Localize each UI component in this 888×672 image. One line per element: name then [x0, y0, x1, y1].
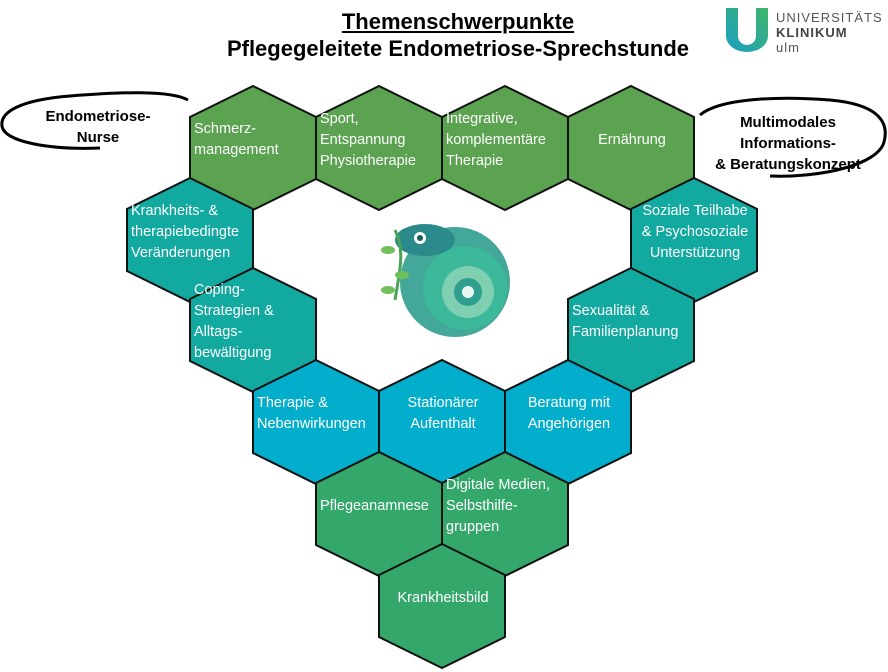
hexagon-label-line: Soziale Teilhabe: [642, 202, 748, 219]
hexagon-label-line: Therapie &: [257, 395, 328, 411]
hexagon-label: Krankheitsbild: [383, 588, 503, 609]
hexagon-label: Pflegeanamnese: [320, 496, 440, 517]
hexagon: [378, 542, 506, 670]
hexagon-label: Ernährung: [572, 130, 692, 151]
hexagon-label-line: Nebenwirkungen: [257, 416, 366, 432]
hexagon-label-line: Selbsthilfe-: [446, 497, 518, 514]
logo-line-1: UNIVERSITÄTS: [776, 10, 883, 25]
hexagon-label-line: Integrative,: [446, 110, 518, 127]
right-oval-line: & Beratungskonzept: [715, 156, 861, 173]
hexagon-label: Sexualität & Familienplanung: [572, 301, 692, 343]
hexagon-label-line: Schmerz-: [194, 121, 257, 137]
hexagon-label-line: Veränderungen: [131, 244, 231, 261]
hexagon-label-line: Beratung mit: [527, 395, 611, 411]
left-oval-line: Nurse: [76, 129, 120, 146]
hexagon-label-line: Aufenthalt: [410, 416, 476, 432]
hexagon-label-line: gruppen: [446, 518, 500, 535]
page-title: Themenschwerpunkte Pflegegeleitete Endom…: [180, 8, 736, 62]
hexagon-label: Schmerz-management: [194, 119, 314, 161]
hexagon-label-line: Entspannung: [320, 131, 406, 148]
hexagon-label-line: Pflegeanamnese: [320, 497, 429, 514]
right-oval-outline: [699, 96, 887, 178]
hexagon-label-line: Strategien &: [194, 303, 274, 319]
hexagon-label-line: Krankheitsbild: [397, 589, 489, 606]
hexagon-label-line: & Psychosoziale: [641, 223, 749, 240]
hexagon-label-line: Unterstützung: [649, 244, 741, 261]
right-oval-line: Multimodales: [740, 114, 836, 131]
right-oval-label: Multimodales Informations- & Beratungsko…: [698, 112, 878, 175]
hexagon-label-line: Ernährung: [598, 131, 666, 148]
university-logo: UNIVERSITÄTS KLINIKUM ulm: [726, 6, 886, 56]
logo-line-3: ulm: [776, 40, 800, 55]
hexagon-label-line: Physiotherapie: [320, 152, 416, 169]
hexagon-label-line: Digitale Medien,: [446, 476, 550, 493]
hexagon-label-line: Alltags-: [194, 324, 243, 340]
hexagon-label-line: Therapie: [446, 152, 504, 169]
hexagon-label: Coping- Strategien & Alltags-bewältigung: [194, 280, 314, 364]
chameleon-logo: [381, 224, 510, 337]
title-line-1: Themenschwerpunkte: [341, 9, 575, 34]
right-oval-line: Informations-: [740, 135, 836, 152]
hexagon-label-line: Sexualität &: [572, 303, 650, 319]
hexagon-label-line: Angehörigen: [527, 416, 611, 432]
left-oval-outline: [0, 91, 189, 150]
hexagon-label-line: Krankheits- &: [131, 202, 219, 219]
hexagon-label: Digitale Medien, Selbsthilfe-gruppen: [446, 475, 566, 538]
hexagon-label-line: therapiebedingte: [131, 223, 240, 240]
hexagon-label-line: management: [194, 142, 279, 158]
left-oval-line: Endometriose-: [45, 108, 151, 125]
hexagon-label-line: Sport,: [320, 110, 359, 127]
left-oval-label: Endometriose- Nurse: [18, 106, 178, 148]
hexagon-label-line: Coping-: [194, 282, 245, 298]
logo-u-icon: [726, 8, 768, 52]
hexagon-label-line: Stationärer: [407, 395, 479, 411]
title-line-2: Pflegegeleitete Endometriose-Sprechstund…: [226, 36, 690, 61]
hexagon-label-line: bewältigung: [194, 345, 272, 361]
logo-line-2: KLINIKUM: [776, 25, 848, 40]
hexagon-label: Therapie & Nebenwirkungen: [257, 393, 377, 435]
hexagon-label-line: Familienplanung: [572, 324, 679, 340]
hexagon-label-line: komplementäre: [446, 131, 546, 148]
